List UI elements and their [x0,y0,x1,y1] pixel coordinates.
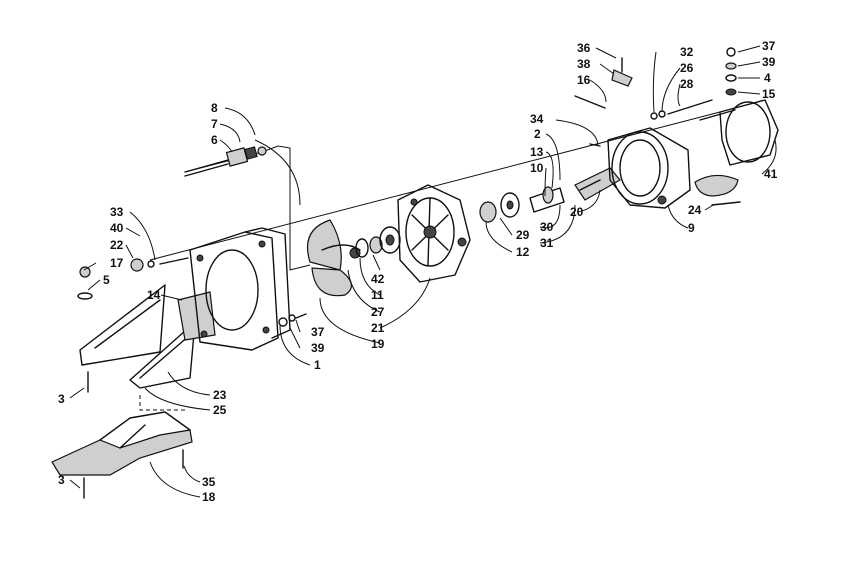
callout-18: 18 [202,490,216,504]
nozzle-housing-part [607,127,691,209]
callout-8: 8 [211,101,218,115]
steering-nozzle-part [699,99,779,166]
callout-23: 23 [213,388,227,402]
alignment-guide-line [139,395,185,411]
nozzle-hardware-part [725,47,737,96]
callout-22: 22 [110,238,124,252]
callout-11: 11 [371,288,384,302]
intake-grate-part [694,174,741,206]
callout-38: 38 [577,57,591,71]
callout-41: 41 [764,167,778,181]
callout-16: 16 [577,73,591,87]
callout-39-upper: 39 [762,55,776,69]
callout-labels: 8 7 6 33 40 22 17 5 14 37 39 1 23 25 3 4… [58,39,778,504]
adapter-plate-part [189,227,291,351]
steering-cable-part [184,146,267,177]
callout-15: 15 [762,87,776,101]
callout-36: 36 [577,41,591,55]
fastener-bolts-part [83,371,184,499]
callout-3-lower: 3 [58,473,65,487]
pump-housing-part [397,184,471,283]
callout-40: 40 [110,221,124,235]
callout-13: 13 [530,145,544,159]
cable-bracket-line [261,145,291,222]
callout-37-lower: 37 [311,325,325,339]
callout-24: 24 [688,203,702,217]
callout-39-lower: 39 [311,341,325,355]
callout-14: 14 [147,288,161,302]
callout-32: 32 [680,45,694,59]
callout-27: 27 [371,305,385,319]
callout-10: 10 [530,161,544,175]
callout-12: 12 [516,245,530,259]
intake-grate-lower-part [51,411,193,476]
callout-37-upper: 37 [762,39,776,53]
callout-21: 21 [371,321,385,335]
callout-6: 6 [211,133,218,147]
callout-42: 42 [371,272,385,286]
callout-7: 7 [211,117,218,131]
callout-1: 1 [314,358,321,372]
callout-25: 25 [213,403,227,417]
callout-3-upper: 3 [58,392,65,406]
housing-studs-part [574,57,713,147]
callout-26: 26 [680,61,694,75]
callout-9: 9 [688,221,695,235]
callout-30: 30 [540,220,554,234]
wear-ring-part [355,226,401,258]
callout-17: 17 [110,256,124,270]
callout-33: 33 [110,205,124,219]
impeller-part [306,219,361,297]
callout-35: 35 [202,475,216,489]
callout-20: 20 [570,205,584,219]
callout-4: 4 [764,71,771,85]
callout-19: 19 [371,337,385,351]
bearing-stack-part [479,186,565,223]
callout-34: 34 [530,112,544,126]
callout-29: 29 [516,228,530,242]
nozzle-cone-part [574,167,621,201]
callout-5: 5 [103,273,110,287]
callout-28: 28 [680,77,694,91]
callout-2: 2 [534,127,541,141]
plate-hardware-part [77,257,307,327]
callout-31: 31 [540,236,554,250]
leader-lines [69,45,777,498]
impeller-axis-link [289,222,311,271]
